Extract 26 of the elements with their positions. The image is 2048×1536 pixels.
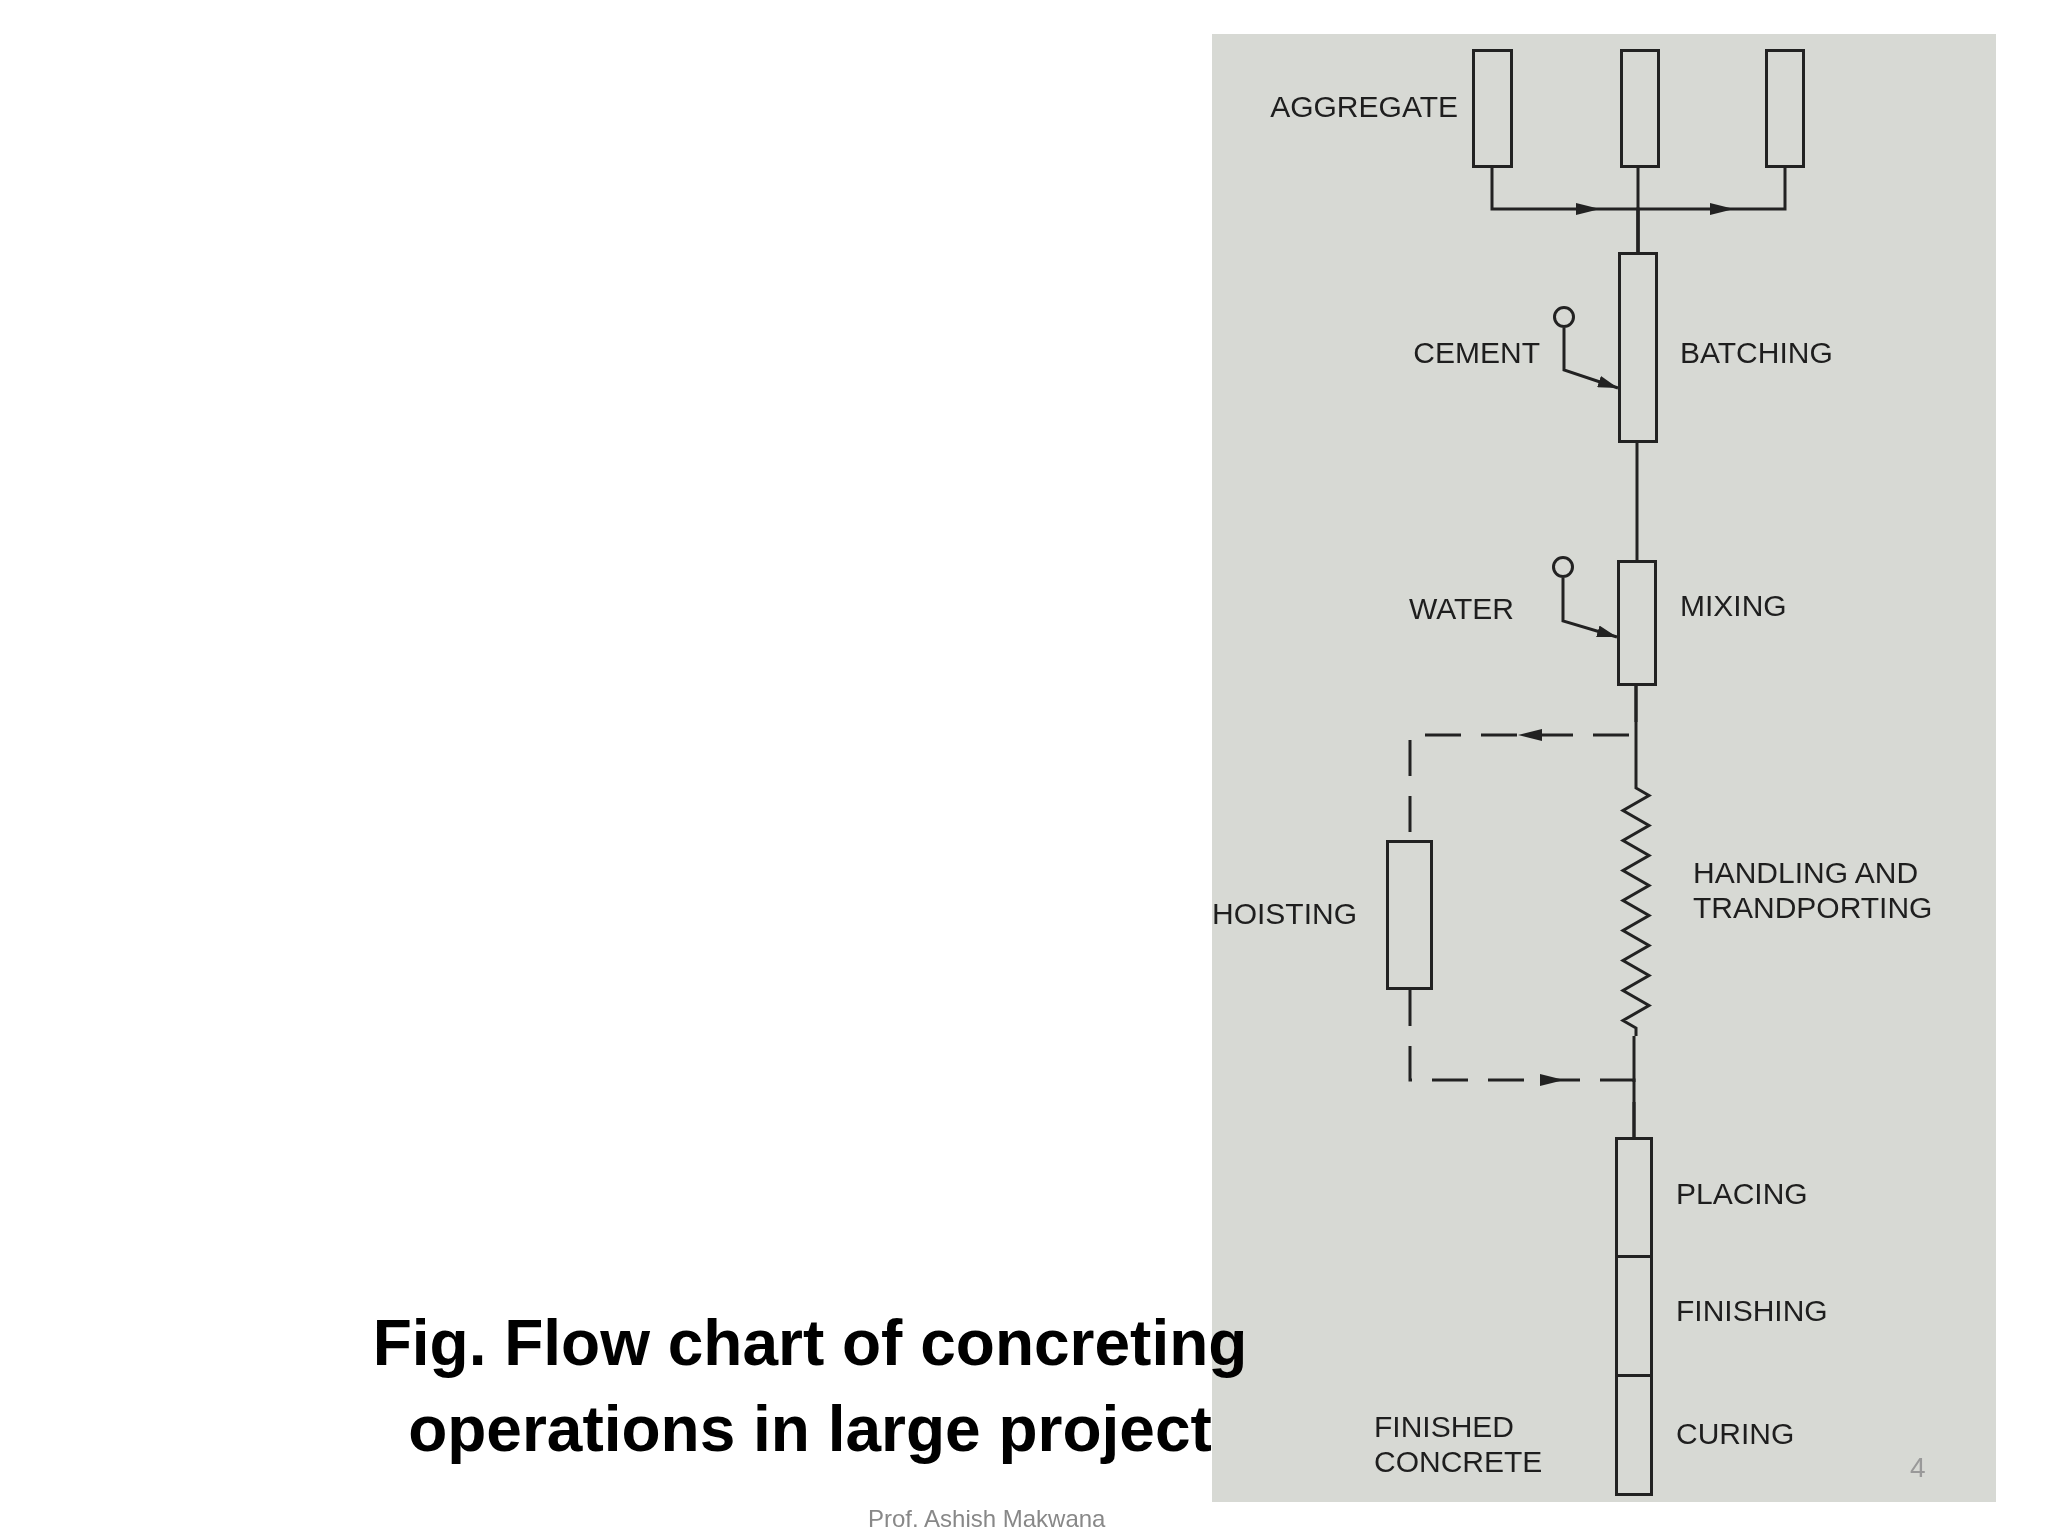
storage-bin [1765, 49, 1805, 168]
step-label: HANDLING AND TRANDPORTING [1693, 856, 1934, 925]
source-circle [1553, 306, 1575, 328]
zigzag-line [1620, 780, 1652, 1036]
process-box [1615, 1137, 1653, 1258]
process-box [1386, 840, 1433, 990]
figure-caption: Fig. Flow chart of concreting operations in large project [371, 1306, 1249, 1468]
footer-text: Prof. Ashish Makwana [868, 1505, 1106, 1533]
storage-bin [1620, 49, 1660, 168]
process-box [1618, 252, 1658, 443]
page-number: 4 [1910, 1452, 1926, 1485]
step-label: CEMENT [1413, 336, 1540, 371]
step-label: PLACING [1676, 1177, 1808, 1212]
step-label: BATCHING [1680, 336, 1833, 371]
step-label: MIXING [1680, 589, 1787, 624]
note-text: FINISHED CONCRETE [1374, 1410, 1544, 1479]
step-label: CURING [1676, 1417, 1795, 1452]
process-box [1617, 560, 1657, 686]
process-box [1615, 1377, 1653, 1496]
process-box [1615, 1258, 1653, 1377]
step-label: WATER [1409, 592, 1514, 627]
source-circle [1552, 556, 1574, 578]
storage-bin [1472, 49, 1513, 168]
step-label: FINISHING [1676, 1294, 1828, 1329]
step-label: AGGREGATE [1270, 90, 1458, 125]
step-label: HOISTING [1212, 897, 1357, 932]
